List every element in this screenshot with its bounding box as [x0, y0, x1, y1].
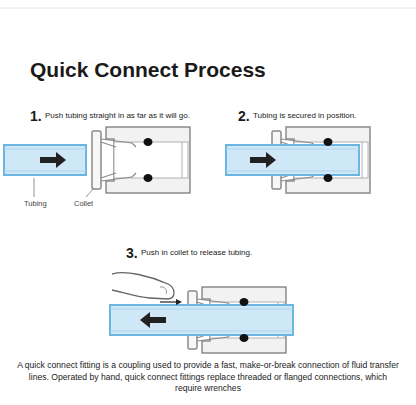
- part-label: Collet: [74, 199, 93, 208]
- step-text: Tubing is secured in position.: [253, 111, 356, 120]
- caption: A quick connect fitting is a coupling us…: [16, 360, 400, 395]
- step-number: 1.: [30, 108, 42, 124]
- step-number: 2.: [238, 108, 250, 124]
- title: Quick Connect Process: [30, 58, 266, 82]
- step-text: Push in collet to release tubing.: [141, 248, 252, 257]
- part-label: Tubing: [24, 199, 47, 208]
- step-number: 3.: [126, 245, 138, 261]
- step-text: Push tubing straight in as far as it wil…: [45, 111, 190, 120]
